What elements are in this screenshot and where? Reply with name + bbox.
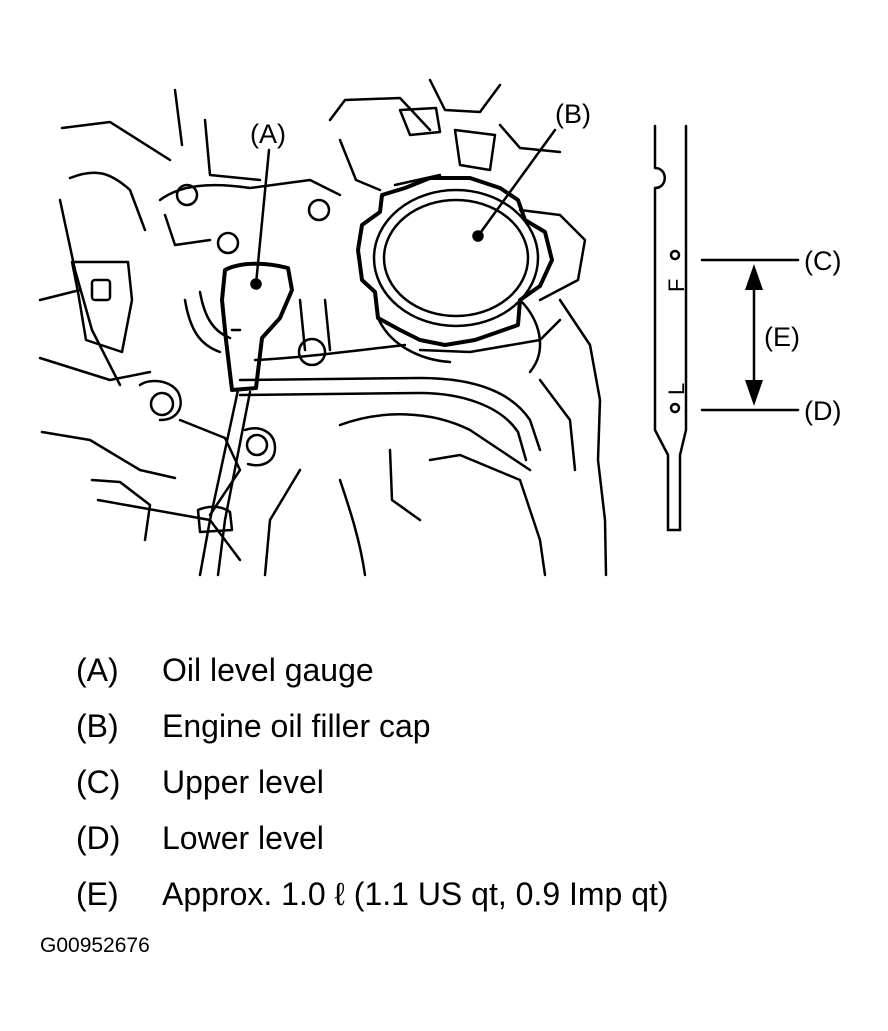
legend-key: (B) bbox=[76, 708, 119, 744]
legend-item-d: (D) Lower level bbox=[76, 816, 669, 872]
callout-e: (E) bbox=[764, 322, 800, 352]
leader-dot-a bbox=[250, 278, 262, 290]
callout-b: (B) bbox=[555, 99, 591, 129]
legend-desc: Engine oil filler cap bbox=[162, 708, 431, 744]
legend-item-b: (B) Engine oil filler cap bbox=[76, 704, 669, 760]
figure-code: G00952676 bbox=[40, 934, 150, 957]
legend-key: (D) bbox=[76, 820, 121, 856]
engine-oil-diagram: (A) (B) (C) (D) (E) F L bbox=[38, 78, 841, 577]
legend-desc: Oil level gauge bbox=[162, 652, 374, 688]
legend-key: (C) bbox=[76, 764, 121, 800]
gauge-hole-low bbox=[669, 402, 681, 414]
dipstick-detail bbox=[653, 124, 800, 532]
arrow-up bbox=[745, 264, 763, 290]
legend-item-a: (A) Oil level gauge bbox=[76, 648, 669, 704]
legend-key: (E) bbox=[76, 876, 119, 912]
legend-item-c: (C) Upper level bbox=[76, 760, 669, 816]
oil-filler-cap-graphic bbox=[356, 176, 554, 374]
leader-lines bbox=[254, 128, 557, 286]
callout-c: (C) bbox=[804, 246, 841, 276]
arrow-down bbox=[745, 380, 763, 406]
leader-dot-b bbox=[472, 230, 484, 242]
legend: (A) Oil level gauge (B) Engine oil fille… bbox=[76, 648, 669, 928]
gauge-mark-low: L bbox=[664, 383, 689, 395]
callout-a: (A) bbox=[250, 119, 286, 149]
oil-level-gauge-graphic bbox=[196, 261, 294, 577]
gauge-mark-full: F bbox=[664, 279, 689, 292]
legend-desc: Upper level bbox=[162, 764, 324, 800]
legend-desc: Lower level bbox=[162, 820, 324, 856]
legend-desc: Approx. 1.0 ℓ (1.1 US qt, 0.9 Imp qt) bbox=[162, 876, 669, 912]
gauge-hole-full bbox=[669, 249, 681, 261]
legend-key: (A) bbox=[76, 652, 119, 688]
engine-block-outline bbox=[38, 78, 608, 577]
legend-item-e: (E) Approx. 1.0 ℓ (1.1 US qt, 0.9 Imp qt… bbox=[76, 872, 669, 928]
callout-d: (D) bbox=[804, 396, 841, 426]
pipes bbox=[183, 290, 562, 462]
